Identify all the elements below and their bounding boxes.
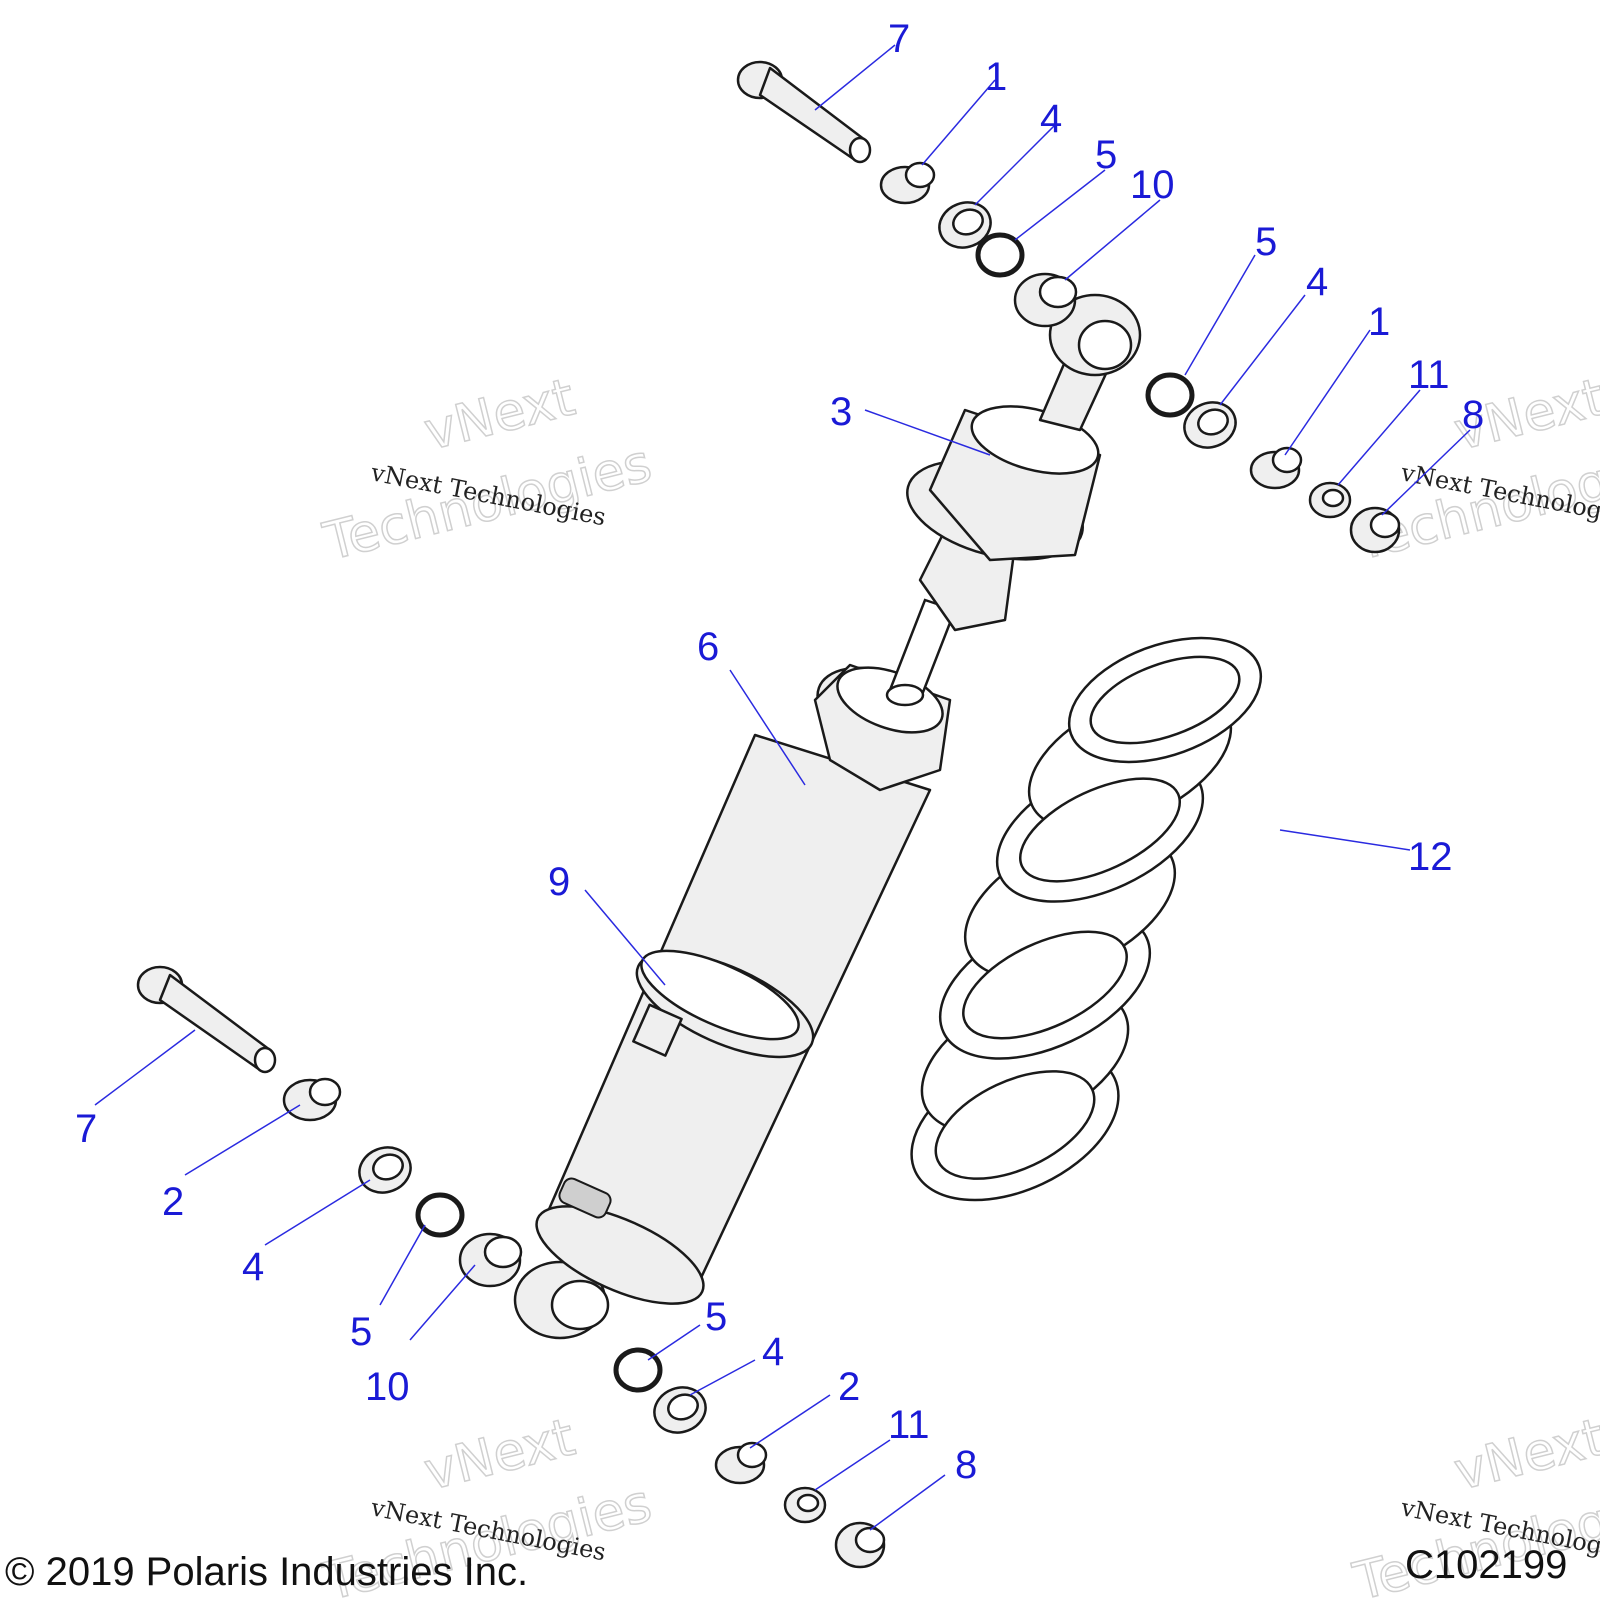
callout-10-top: 10 <box>1130 163 1175 207</box>
watermark-top-left: vNext Technologies vNext Technologies <box>317 367 658 574</box>
callout-2-bottom-right: 2 <box>838 1365 860 1409</box>
bushing-top-upper <box>879 161 936 205</box>
callout-7-top: 7 <box>888 17 910 61</box>
callout-8-bottom: 8 <box>955 1443 977 1487</box>
callout-numbers: 7 1 4 5 10 5 4 1 11 8 3 6 12 9 7 2 4 5 1… <box>75 17 1484 1487</box>
callout-9: 9 <box>548 860 570 904</box>
callout-1-top-right: 1 <box>1368 300 1390 344</box>
washer-bottom-left <box>358 1146 412 1194</box>
callout-3: 3 <box>830 390 852 434</box>
watermark-brand-big: vNext <box>1449 1408 1600 1503</box>
top-hardware <box>736 60 1401 554</box>
callout-8-top: 8 <box>1462 393 1484 437</box>
bushing-top-lower <box>1249 446 1303 490</box>
watermark-brand-big: vNext <box>419 368 581 463</box>
upper-spring-seat <box>906 293 1142 632</box>
watermark-brand-big: vNext <box>419 1408 581 1503</box>
callout-4-bottom-left: 4 <box>242 1245 264 1289</box>
callout-11-top: 11 <box>1408 353 1450 397</box>
washer-top-lower <box>1183 401 1237 449</box>
bushing-bottom-left <box>282 1077 342 1122</box>
callout-7-bottom: 7 <box>75 1107 97 1151</box>
nut-top <box>1349 506 1401 554</box>
washer-top-upper <box>938 201 992 249</box>
callout-5-top: 5 <box>1095 133 1117 177</box>
callout-4-top: 4 <box>1040 97 1062 141</box>
nut-bottom <box>834 1521 886 1569</box>
callout-11-bottom: 11 <box>888 1403 930 1447</box>
washer-bottom-right <box>653 1386 707 1434</box>
callout-1-top: 1 <box>985 55 1007 99</box>
bolt-top <box>736 60 872 164</box>
bearing-top <box>1013 272 1078 328</box>
callout-4-top-right: 4 <box>1306 260 1328 304</box>
washer-11-top <box>1308 481 1352 519</box>
callout-5-bottom-right: 5 <box>705 1295 727 1339</box>
snap-ring-bottom-left <box>415 1192 465 1238</box>
callout-6: 6 <box>697 625 719 669</box>
copyright-text: © 2019 Polaris Industries Inc. <box>5 1550 528 1594</box>
bottom-hardware <box>136 965 886 1569</box>
shock-body <box>513 663 952 1340</box>
bolt-bottom <box>136 965 277 1074</box>
figure-code: C102199 <box>1405 1543 1567 1587</box>
callout-5-top-right: 5 <box>1255 220 1277 264</box>
washer-11-bottom <box>783 1486 827 1524</box>
callout-10-bottom: 10 <box>365 1365 410 1409</box>
coil-spring <box>910 636 1263 1202</box>
callout-2-bottom-left: 2 <box>162 1180 184 1224</box>
callout-4-bottom-right: 4 <box>762 1330 784 1374</box>
leader-lines <box>94 44 1471 1531</box>
bushing-bottom-right <box>714 1441 768 1485</box>
snap-ring-top-upper <box>975 232 1025 278</box>
callout-12: 12 <box>1408 835 1453 879</box>
bearing-bottom <box>458 1232 523 1288</box>
callout-5-bottom-left: 5 <box>350 1310 372 1354</box>
snap-ring-bottom-right <box>613 1347 663 1393</box>
snap-ring-top-lower <box>1145 372 1195 418</box>
